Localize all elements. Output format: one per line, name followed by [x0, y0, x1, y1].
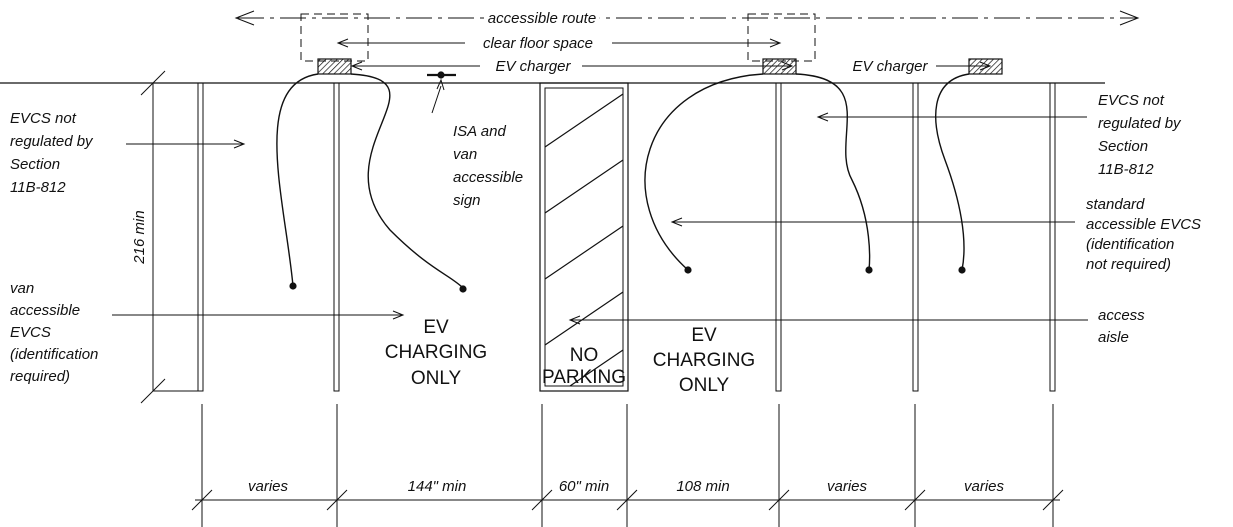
leader-dots [289, 266, 966, 293]
svg-text:regulated by: regulated by [1098, 115, 1182, 132]
clear-floor-space-leaders [336, 38, 782, 48]
accessible-route-label: accessible route [488, 10, 596, 27]
svg-text:not required): not required) [1086, 256, 1171, 273]
depth-label: 216 min [131, 210, 148, 264]
pavement-no-parking: NO PARKING [542, 345, 626, 388]
van-accessible-evcs-label: van accessible EVCS (identification requ… [10, 280, 405, 385]
svg-text:PARKING: PARKING [542, 367, 626, 388]
svg-text:accessible: accessible [10, 302, 80, 319]
svg-text:CHARGING: CHARGING [385, 342, 487, 363]
svg-text:aisle: aisle [1098, 329, 1129, 346]
charger-to-stall-curves [276, 73, 970, 289]
evcs-not-regulated-left: EVCS not regulated by Section 11B-812 [10, 110, 246, 196]
dimension-label: 144" min [408, 478, 467, 495]
isa-sign-label: ISA and van accessible sign [453, 123, 523, 209]
dimension-label: varies [248, 478, 289, 495]
svg-text:ONLY: ONLY [679, 375, 730, 396]
clear-floor-space-right [747, 13, 816, 62]
depth-dimension: 216 min [131, 70, 198, 404]
width-dimensions [191, 404, 1064, 527]
svg-text:accessible route: accessible route [488, 10, 596, 27]
svg-text:EV: EV [423, 317, 449, 338]
ev-charger-label-2: EV charger [852, 58, 928, 75]
svg-text:EVCS: EVCS [10, 324, 51, 341]
svg-text:required): required) [10, 368, 70, 385]
accessible-route-line [234, 10, 1140, 26]
svg-text:NO: NO [570, 345, 599, 366]
clear-floor-space-label: clear floor space [483, 35, 593, 52]
ev-charger-label-1: EV charger [495, 58, 571, 75]
svg-text:EVCS not: EVCS not [10, 110, 77, 127]
access-aisle [539, 82, 629, 392]
dimension-label: varies [964, 478, 1005, 495]
svg-text:EV: EV [691, 325, 717, 346]
svg-text:van: van [10, 280, 34, 297]
svg-text:Section: Section [1098, 138, 1148, 155]
dimension-label: 108 min [676, 478, 729, 495]
dimension-label: varies [827, 478, 868, 495]
pavement-ev-charging-left: EV CHARGING ONLY [385, 317, 487, 389]
evcs-not-regulated-right: EVCS not regulated by Section 11B-812 [816, 92, 1182, 178]
svg-text:sign: sign [453, 192, 481, 209]
svg-text:accessible EVCS: accessible EVCS [1086, 216, 1201, 233]
standard-accessible-evcs-label: standard accessible EVCS (identification… [670, 196, 1201, 273]
svg-text:EVCS not: EVCS not [1098, 92, 1165, 109]
access-aisle-label: access aisle [568, 307, 1145, 346]
stall-stripes [197, 82, 1056, 392]
svg-text:ISA and: ISA and [453, 123, 506, 140]
svg-text:accessible: accessible [453, 169, 523, 186]
isa-sign-symbol [427, 71, 456, 114]
svg-text:11B-812: 11B-812 [10, 179, 66, 196]
svg-text:CHARGING: CHARGING [653, 350, 755, 371]
svg-text:(identification: (identification [1086, 236, 1174, 253]
clear-floor-space-left [300, 13, 369, 62]
svg-text:ONLY: ONLY [411, 368, 462, 389]
svg-text:regulated by: regulated by [10, 133, 94, 150]
pavement-ev-charging-right: EV CHARGING ONLY [653, 325, 755, 396]
dimension-label: 60" min [559, 478, 609, 495]
svg-text:11B-812: 11B-812 [1098, 161, 1154, 178]
svg-text:standard: standard [1086, 196, 1145, 213]
svg-text:Section: Section [10, 156, 60, 173]
svg-text:(identification: (identification [10, 346, 98, 363]
svg-text:access: access [1098, 307, 1145, 324]
ev-charger-left [317, 58, 352, 75]
ev-charger-leaders [350, 61, 992, 71]
svg-text:van: van [453, 146, 477, 163]
